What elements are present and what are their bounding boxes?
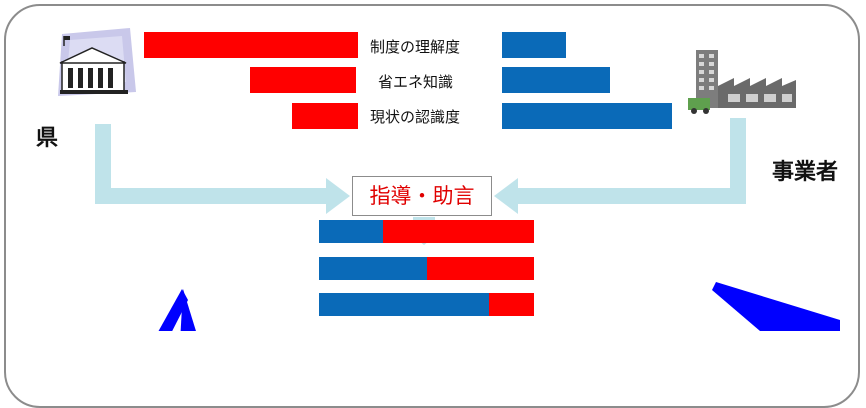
result-bar-business-1 [319,220,383,243]
prefecture-label: 県 [36,126,59,151]
factory-icon [688,50,796,114]
comparison-bar-business-awareness [502,103,672,129]
result-bar-prefecture-3 [489,293,534,316]
result-bar-prefecture-2 [427,257,534,280]
comparison-label-understanding: 制度の理解度 [370,38,461,56]
result-bar-prefecture-1 [383,220,534,243]
result-bar-business-3 [319,293,489,316]
result-bar-business-2 [319,257,427,280]
business-label: 事業者 [772,160,839,185]
comparison-label-knowledge: 省エネ知識 [378,73,454,91]
left-flow-arrow [95,124,350,214]
comparison-bar-prefecture-knowledge [250,67,356,93]
accent-arrow-right [712,282,840,331]
government-building-icon [58,28,136,96]
comparison-label-awareness: 現状の認識度 [370,108,461,126]
comparison-bar-prefecture-awareness [292,103,358,129]
flow-arrows [95,118,840,331]
right-flow-arrow [494,118,746,214]
advice-box: 指導・助言 [352,176,492,216]
comparison-bar-business-knowledge [502,67,610,93]
comparison-bar-business-understanding [502,32,566,58]
accent-arrow-left-tail [158,289,188,331]
comparison-bar-prefecture-understanding [144,32,358,58]
